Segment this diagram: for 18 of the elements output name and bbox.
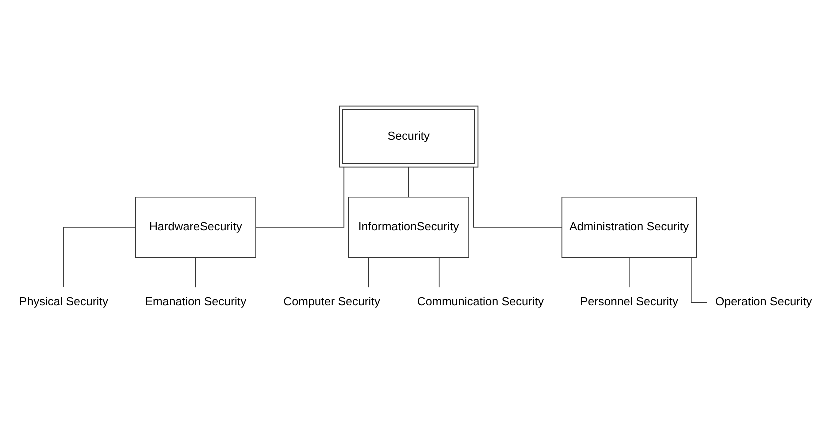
connector <box>368 257 370 288</box>
node-text: Emanation Security <box>145 296 247 309</box>
connector <box>256 167 345 228</box>
connector <box>408 167 410 198</box>
node-text: Communication Security <box>417 296 544 309</box>
connector <box>438 257 440 288</box>
node-text: Physical Security <box>19 296 108 309</box>
node-text: Personnel Security <box>580 296 678 309</box>
node-box: Administration Security <box>562 196 698 258</box>
connector <box>473 167 562 228</box>
connector <box>691 257 708 304</box>
node-box: InformationSecurity <box>348 196 470 258</box>
connector <box>628 257 630 288</box>
node-box: Security <box>339 106 479 168</box>
node-text: Computer Security <box>284 296 380 309</box>
connector <box>64 227 136 288</box>
node-text: Operation Security <box>715 296 812 309</box>
node-box: HardwareSecurity <box>135 196 256 258</box>
